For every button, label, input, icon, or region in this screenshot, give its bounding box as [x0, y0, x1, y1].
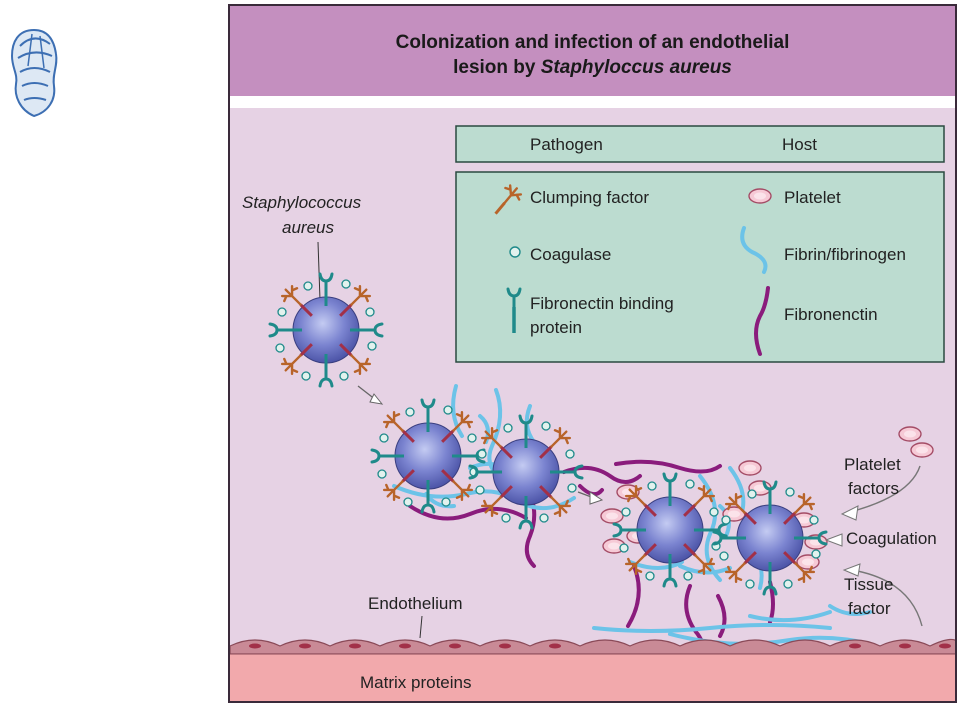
- legend-fibrin: Fibrin/fibrinogen: [784, 245, 906, 264]
- platelet: [898, 426, 922, 442]
- fibrin-icon: [740, 226, 768, 274]
- legend-clumping-factor: Clumping factor: [530, 188, 649, 207]
- coagulation-label: Coagulation: [846, 529, 937, 548]
- organism-label-line2: aureus: [282, 218, 334, 237]
- clumping-factor-icon: [494, 181, 525, 215]
- legend-coagulase: Coagulase: [530, 245, 611, 264]
- legend-platelet: Platelet: [784, 188, 841, 207]
- legend-header-box: [455, 125, 945, 163]
- platelet-factors-label-line1: Platelet: [844, 455, 901, 474]
- bacterium-cell-clump-a: [372, 400, 484, 512]
- legend-fnbp-line2: protein: [530, 318, 582, 337]
- endothelial-nuclei: [249, 643, 951, 649]
- platelet: [738, 460, 762, 476]
- tissue-factor-label-line1: Tissue: [844, 575, 893, 594]
- bacterium-cell-thrombus-a: [614, 474, 726, 586]
- legend-pathogen-header: Pathogen: [530, 135, 603, 154]
- legend-fibronectin: Fibronenctin: [784, 305, 878, 324]
- platelet-factors-arrow: [849, 465, 921, 513]
- bacterium-cell-thrombus-b: [714, 482, 826, 594]
- legend-box: [455, 171, 945, 363]
- bacterium-cell-clump-b: [470, 416, 582, 528]
- platelet-factors-label-line2: factors: [848, 479, 899, 498]
- platelet-icon: [748, 188, 772, 204]
- platelet: [910, 442, 934, 458]
- diagram-title: Colonization and infection of an endothe…: [395, 32, 790, 78]
- matrix-proteins-label: Matrix proteins: [360, 673, 471, 692]
- bacterium-cell-free: [270, 274, 382, 386]
- diagram-frame: Colonization and infection of an endothe…: [228, 4, 957, 703]
- fibronectin-binding-protein-icon: [506, 287, 522, 333]
- endothelium-label: Endothelium: [368, 594, 463, 613]
- coagulation-arrow: [824, 533, 843, 547]
- progression-arrow-1: [369, 393, 384, 405]
- legend-host-header: Host: [782, 135, 817, 154]
- endothelium-layer: [230, 638, 955, 655]
- organism-label-line1: Staphylococcus: [242, 193, 362, 212]
- coagulase-icon: [509, 246, 521, 258]
- university-logo: [4, 26, 64, 125]
- tissue-factor-arrow: [851, 569, 923, 627]
- fibronectin-icon: [754, 286, 770, 356]
- platelet: [600, 508, 624, 524]
- matrix-proteins-layer: [230, 654, 955, 701]
- legend-fnbp-line1: Fibronectin binding: [530, 294, 674, 313]
- tissue-factor-label-line2: factor: [848, 599, 891, 618]
- diagram-canvas: Pathogen Host Clumping factor Coagulase …: [230, 125, 955, 701]
- title-band: [230, 6, 955, 96]
- progression-arrow-2: [589, 491, 604, 505]
